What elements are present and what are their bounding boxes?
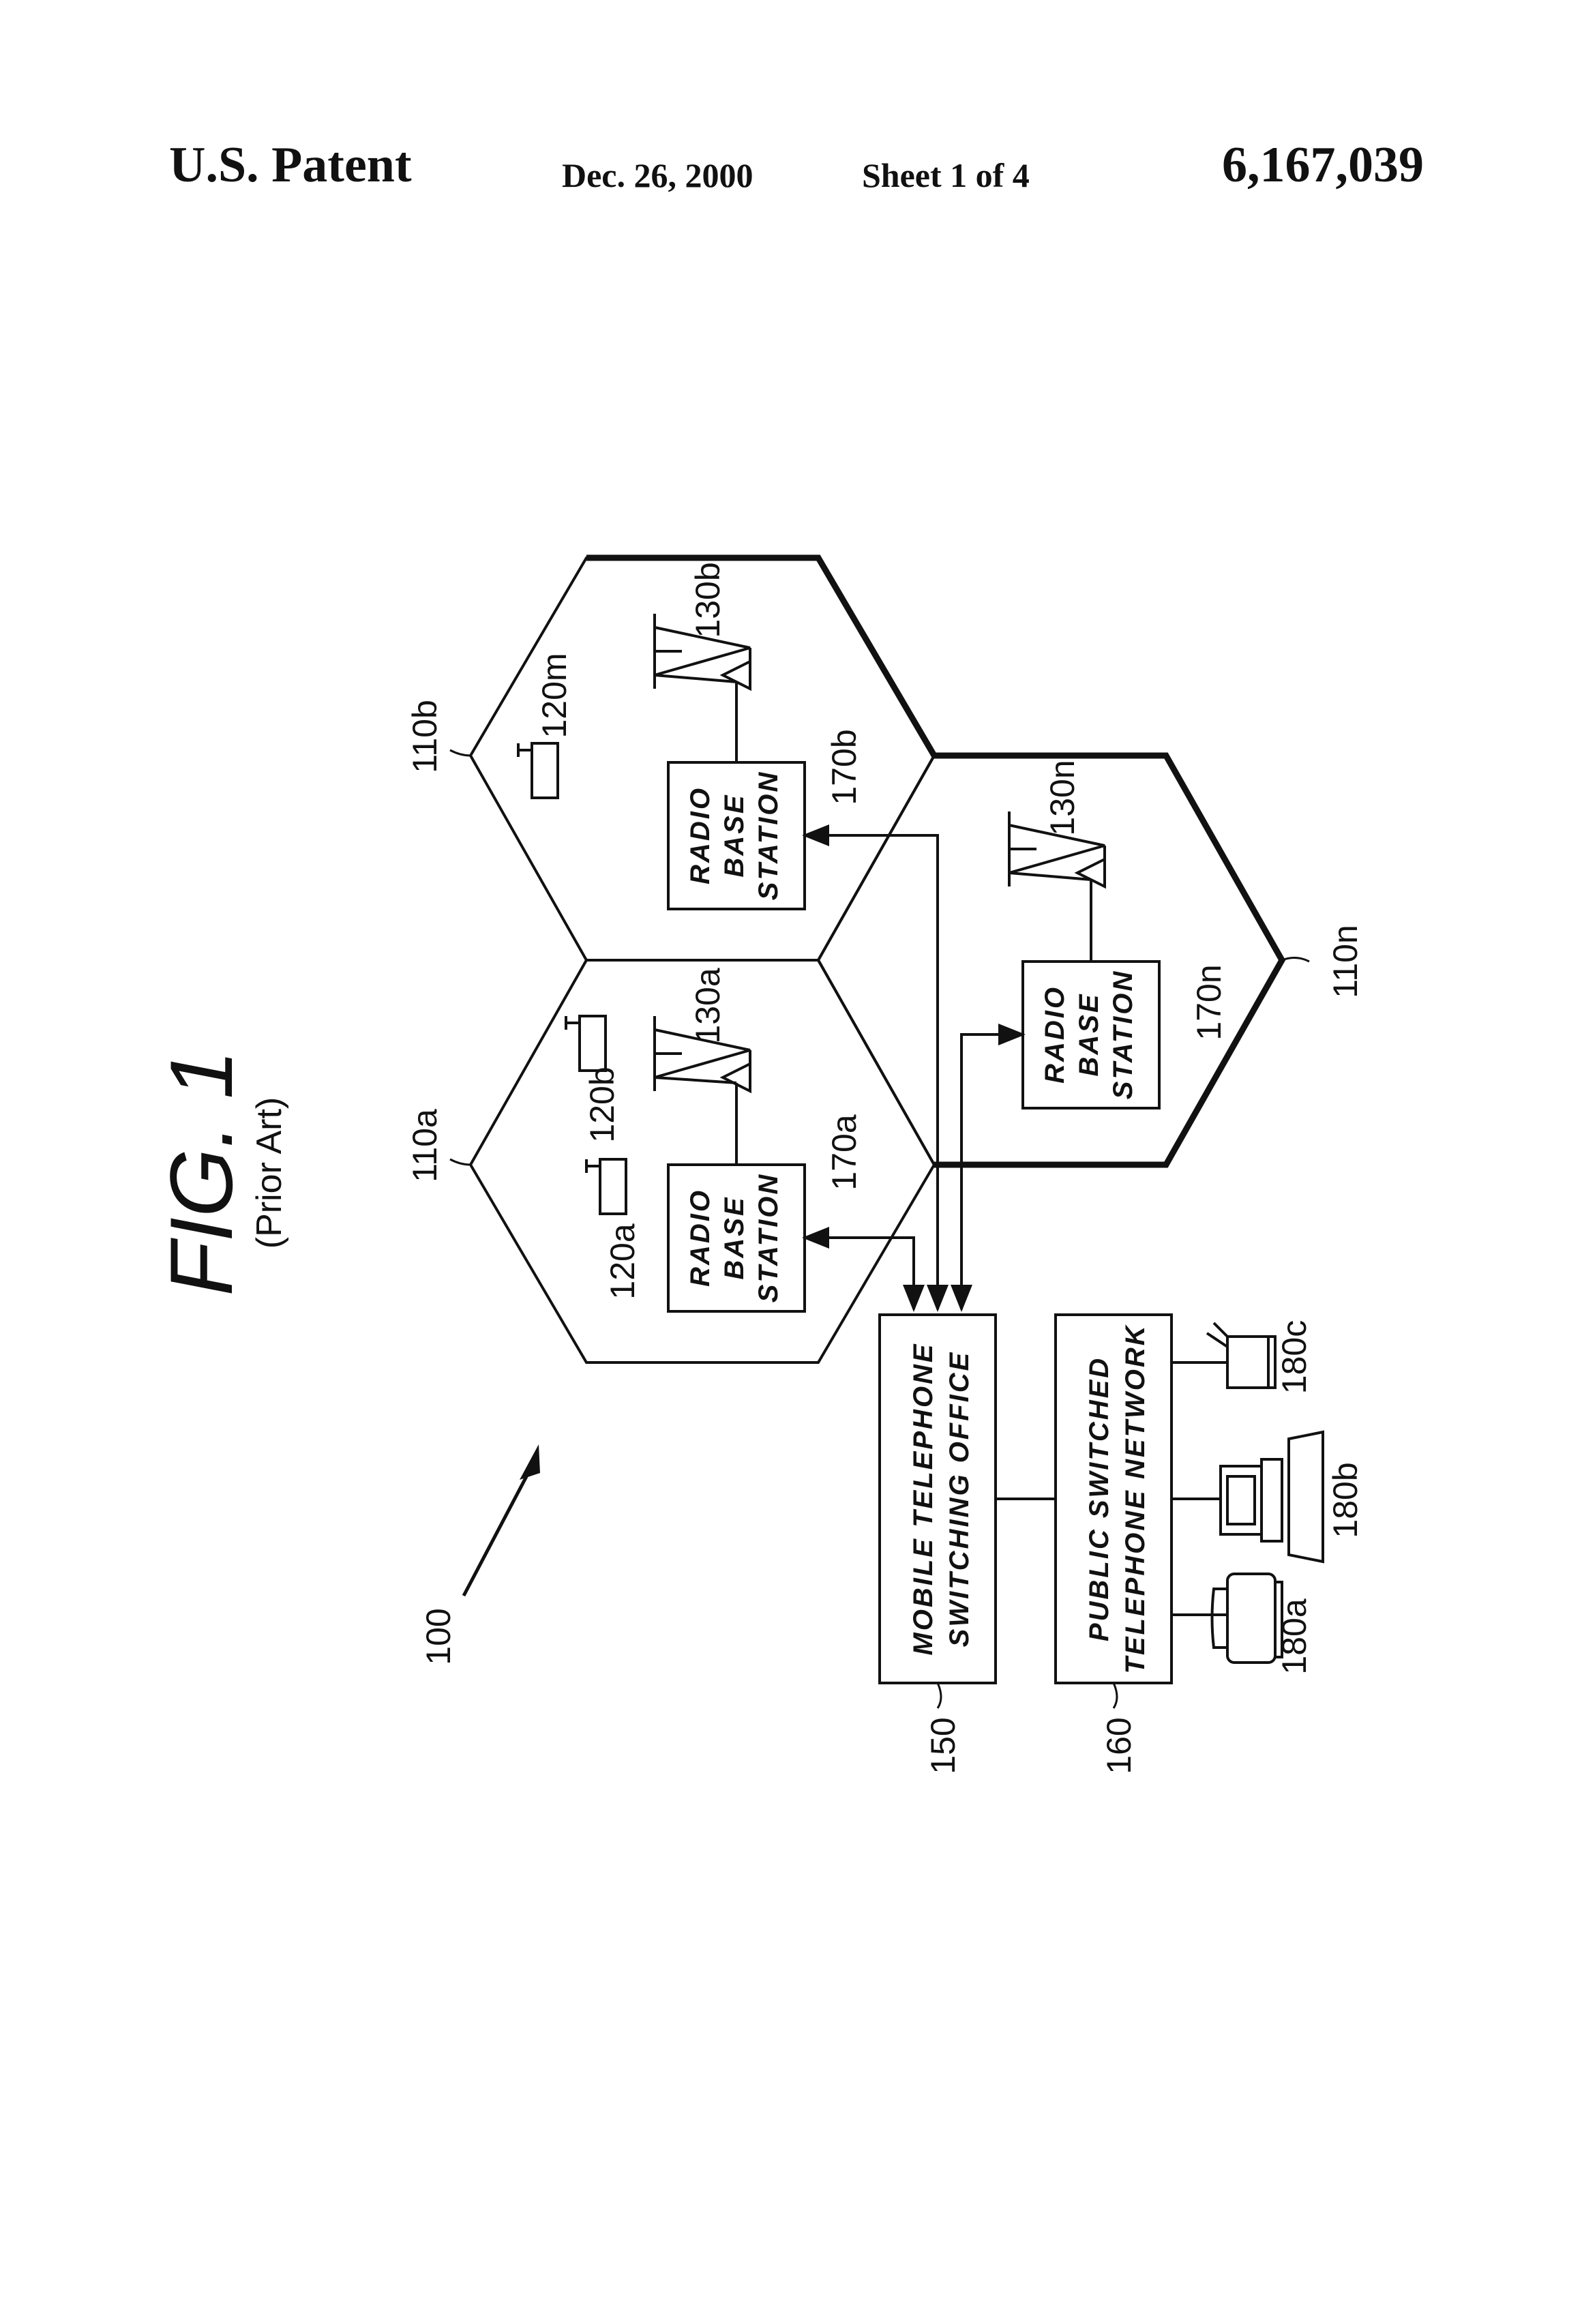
mobile-120m-label: 120m — [535, 653, 573, 738]
cell-110b-label: 110b — [406, 700, 444, 773]
bs-170b-ref: 170b — [825, 729, 863, 805]
antenna-130b-label: 130b — [689, 562, 727, 638]
pstn-line-2: TELEPHONE NETWORK — [1120, 1324, 1150, 1673]
figure-title: FIG. 1 — [151, 1049, 251, 1296]
mobile-120a-label: 120a — [603, 1223, 642, 1299]
mobile-120a — [586, 1159, 626, 1214]
system-ref-label: 100 — [419, 1608, 458, 1665]
bs-170a-line-3: STATION — [753, 1173, 783, 1303]
terminal-180a-label: 180a — [1275, 1598, 1313, 1674]
antenna-130n-label: 130n — [1043, 760, 1081, 835]
mobile-120b-label: 120b — [583, 1067, 621, 1142]
bs-170a-line-1: RADIO — [685, 1189, 715, 1287]
figure-subtitle: (Prior Art) — [250, 1097, 289, 1249]
link-170n-mtso — [961, 1034, 1023, 1309]
mtso-line-1: MOBILE TELEPHONE — [908, 1342, 938, 1655]
bs-170b-line-3: STATION — [753, 771, 783, 901]
link-170a-mtso — [805, 1238, 914, 1309]
cell-110a-label: 110a — [406, 1109, 444, 1182]
bs-170n-line-3: STATION — [1108, 970, 1138, 1100]
mobile-120b — [566, 1016, 606, 1071]
bs-170b-line-2: BASE — [719, 793, 749, 877]
bs-170n-line-2: BASE — [1074, 992, 1104, 1076]
pstn-line-1: PUBLIC SWITCHED — [1084, 1356, 1114, 1641]
bs-170b-line-1: RADIO — [685, 786, 715, 884]
mobile-120m — [518, 743, 558, 798]
terminal-180b-computer — [1221, 1432, 1323, 1562]
cell-110n-label: 110n — [1326, 925, 1364, 998]
pstn-ref: 160 — [1100, 1717, 1138, 1774]
bs-170n-line-1: RADIO — [1040, 985, 1070, 1084]
terminal-180c-label: 180c — [1275, 1320, 1313, 1394]
terminal-180b-label: 180b — [1326, 1462, 1364, 1538]
bs-170a-ref: 170a — [825, 1114, 863, 1190]
terminal-180a-phone — [1212, 1574, 1283, 1663]
antenna-130a-label: 130a — [689, 968, 727, 1043]
mtso-ref: 150 — [924, 1717, 962, 1774]
mtso-line-2: SWITCHING OFFICE — [944, 1351, 974, 1648]
terminal-180c-device — [1207, 1323, 1275, 1388]
bs-170n-ref: 170n — [1190, 964, 1228, 1040]
system-pointer: 100 — [419, 1444, 540, 1665]
bs-170a-line-2: BASE — [719, 1195, 749, 1279]
